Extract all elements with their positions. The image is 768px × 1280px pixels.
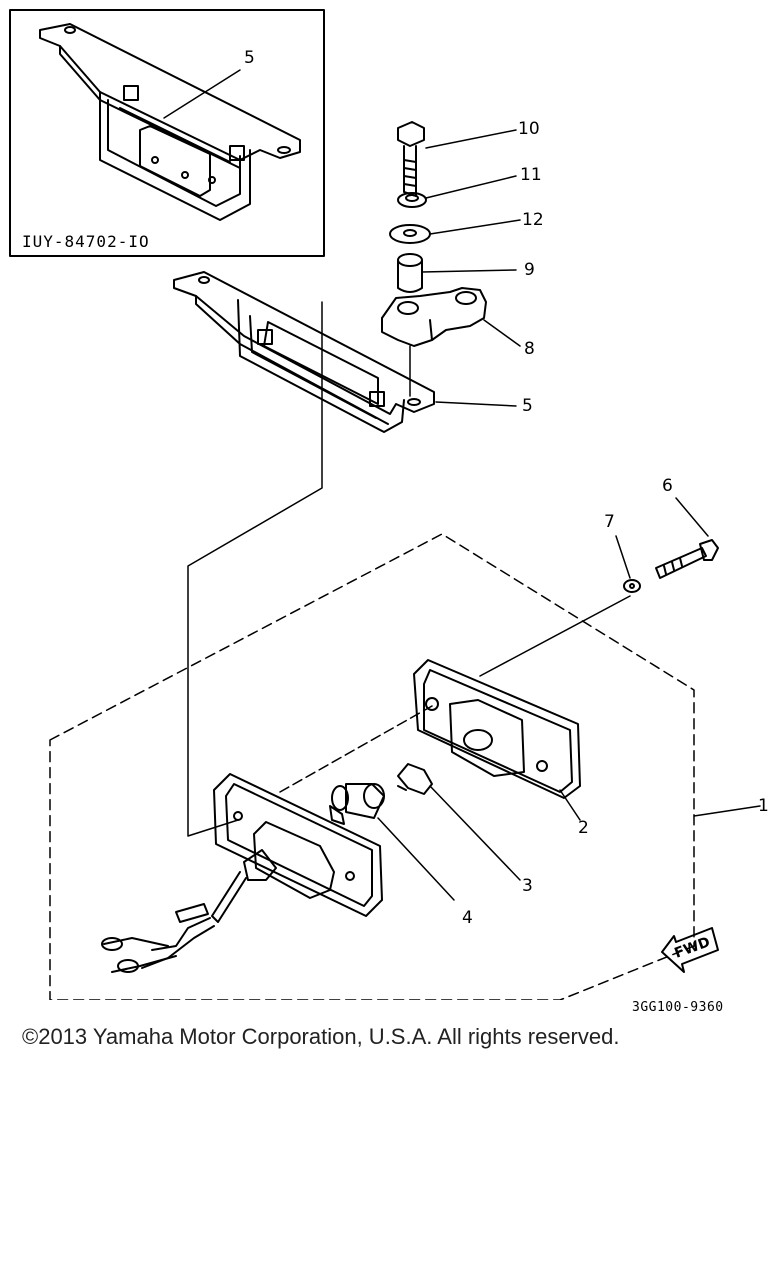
dashed-guide-line	[279, 705, 433, 793]
callout-12: 12	[522, 210, 544, 230]
lamp-housing	[213, 773, 383, 917]
callout-5-inset: 5	[244, 48, 255, 68]
bracket-5	[173, 271, 517, 433]
spring-washer-11	[397, 175, 517, 208]
callout-6: 6	[662, 476, 673, 496]
callout-1: 1	[758, 796, 768, 816]
lens-2	[413, 659, 581, 821]
inset-box	[9, 9, 325, 257]
callout-8: 8	[524, 339, 535, 359]
bulb-3	[397, 763, 521, 881]
inset-part-code: IUY-84702-IO	[22, 232, 150, 251]
callout-9: 9	[524, 260, 535, 280]
callout-10: 10	[518, 119, 540, 139]
stay-8	[381, 287, 521, 397]
callout-2: 2	[578, 818, 589, 838]
fwd-arrow	[661, 927, 719, 973]
callout-11: 11	[520, 165, 542, 185]
plain-washer-12	[389, 219, 521, 244]
wiring-harness	[101, 871, 247, 973]
collar-9	[397, 253, 517, 293]
callout-4: 4	[462, 908, 473, 928]
screw-6	[655, 497, 719, 579]
callout-7: 7	[604, 512, 615, 532]
callout-3: 3	[522, 876, 533, 896]
diagram-reference-code: 3GG100-9360	[632, 1000, 724, 1015]
bolt-10	[397, 121, 517, 197]
socket-4	[329, 783, 455, 901]
exploded-parts-diagram	[9, 9, 761, 1001]
copyright-notice: ©2013 Yamaha Motor Corporation, U.S.A. A…	[22, 1024, 620, 1049]
callout-5: 5	[522, 396, 533, 416]
assembly-connector-lines	[187, 301, 323, 837]
washer-7	[479, 535, 641, 677]
